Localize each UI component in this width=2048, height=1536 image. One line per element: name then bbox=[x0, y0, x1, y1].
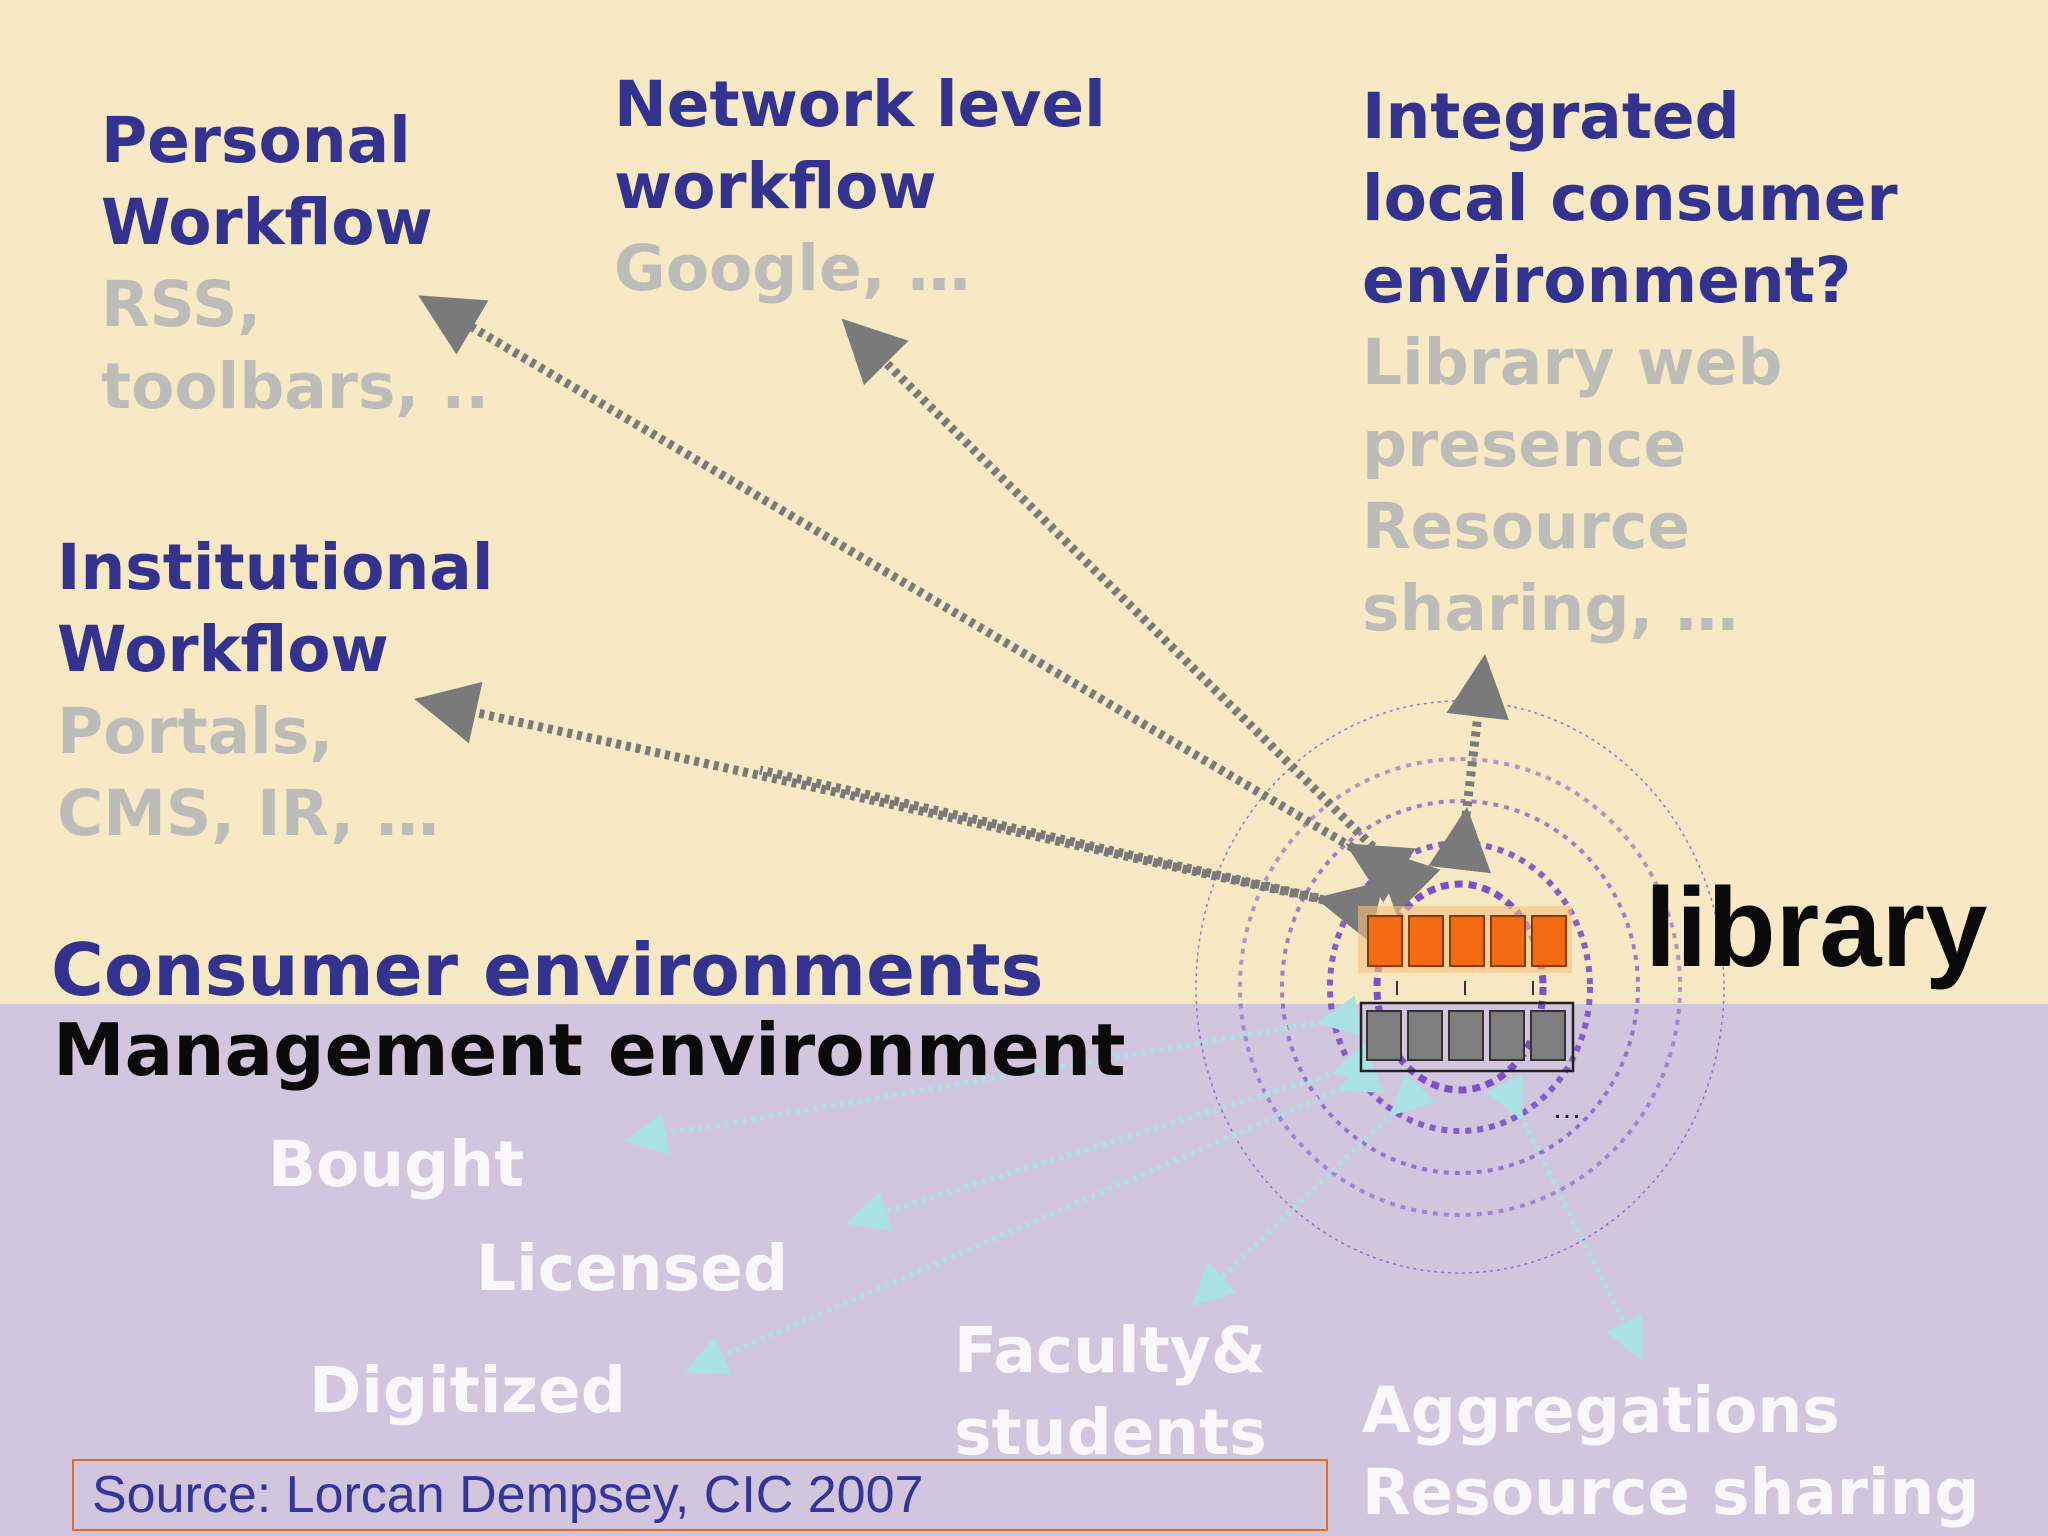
integrated-local-example-4: sharing, … bbox=[1362, 572, 1739, 645]
consumer-cell-2 bbox=[1408, 915, 1444, 967]
arrow-institutional-workflow bbox=[414, 681, 1384, 943]
management-cell-5 bbox=[1530, 1010, 1566, 1061]
bought-label: Bought bbox=[268, 1128, 525, 1201]
institutional-workflow-title-1: Institutional bbox=[57, 531, 494, 604]
consumer-arrows bbox=[414, 295, 1509, 943]
arrow-licensed bbox=[846, 1041, 1379, 1232]
consumer-environments-heading: Consumer environments bbox=[51, 928, 1044, 1012]
integrated-local-example-1: Library web bbox=[1362, 326, 1783, 399]
management-cell-1 bbox=[1366, 1010, 1402, 1061]
management-layer-frame bbox=[1359, 1001, 1575, 1073]
licensed-label: Licensed bbox=[476, 1232, 788, 1305]
network-workflow-label: Network level workflow Google, … bbox=[614, 64, 1106, 310]
library-label: library bbox=[1645, 865, 1988, 990]
digitized-label: Digitized bbox=[309, 1354, 626, 1427]
institutional-workflow-label: Institutional Workflow Portals, CMS, IR,… bbox=[57, 527, 493, 855]
faculty-students-label: Faculty& students bbox=[954, 1310, 1267, 1474]
personal-workflow-label: Personal Workflow RSS, toolbars, .. bbox=[101, 100, 489, 428]
personal-workflow-title-2: Workflow bbox=[101, 186, 433, 259]
management-cell-4 bbox=[1489, 1010, 1525, 1061]
integrated-local-title-1: Integrated bbox=[1362, 80, 1740, 153]
arrow-network-workflow bbox=[841, 318, 1441, 915]
ring-4 bbox=[1238, 757, 1682, 1217]
consumer-cell-5 bbox=[1531, 915, 1567, 967]
library-consumer-layer bbox=[1358, 906, 1572, 973]
personal-workflow-title-1: Personal bbox=[101, 104, 411, 177]
management-arrows bbox=[624, 995, 1643, 1376]
network-workflow-example-1: Google, … bbox=[614, 232, 971, 305]
ring-3 bbox=[1280, 799, 1640, 1175]
layer-connectors bbox=[1396, 981, 1534, 995]
network-workflow-title-1: Network level bbox=[614, 68, 1106, 141]
network-workflow-title-2: workflow bbox=[614, 150, 937, 223]
consumer-cell-4 bbox=[1490, 915, 1526, 967]
aggregations-line-2: Resource sharing bbox=[1362, 1456, 1980, 1529]
management-environment-heading: Management environment bbox=[53, 1008, 1126, 1092]
consumer-cell-1 bbox=[1367, 915, 1403, 967]
aggregations-label: Aggregations Resource sharing bbox=[1362, 1370, 1979, 1534]
arrow-aggregations bbox=[1485, 1073, 1643, 1361]
integrated-local-title-2: local consumer bbox=[1362, 162, 1898, 235]
integrated-local-title-3: environment? bbox=[1362, 244, 1852, 317]
library-management-layer bbox=[1359, 1001, 1575, 1073]
personal-workflow-example-1: RSS, bbox=[101, 268, 262, 341]
institutional-workflow-example-1: Portals, bbox=[57, 695, 334, 768]
ring-2 bbox=[1327, 840, 1593, 1134]
institutional-workflow-example-2: CMS, IR, … bbox=[57, 777, 440, 850]
aggregations-line-1: Aggregations bbox=[1362, 1374, 1840, 1447]
personal-workflow-example-2: toolbars, .. bbox=[101, 350, 490, 423]
management-cell-2 bbox=[1407, 1010, 1443, 1061]
institutional-workflow-title-2: Workflow bbox=[57, 613, 389, 686]
integrated-local-example-3: Resource bbox=[1362, 490, 1691, 563]
consumer-cell-3 bbox=[1449, 915, 1485, 967]
ring-inner bbox=[1373, 880, 1547, 1094]
library-ellipsis: … bbox=[1552, 1092, 1582, 1125]
faculty-students-line-1: Faculty& bbox=[954, 1314, 1266, 1387]
arrow-integrated-local bbox=[1428, 654, 1509, 874]
management-cell-3 bbox=[1448, 1010, 1484, 1061]
faculty-students-line-2: students bbox=[954, 1396, 1267, 1469]
source-caption: Source: Lorcan Dempsey, CIC 2007 bbox=[72, 1459, 1328, 1531]
arrow-faculty-students bbox=[1191, 1071, 1435, 1307]
integrated-local-example-2: presence bbox=[1362, 408, 1687, 481]
arrow-personal-workflow bbox=[418, 295, 1416, 903]
integrated-local-label: Integrated local consumer environment? L… bbox=[1362, 76, 1898, 650]
